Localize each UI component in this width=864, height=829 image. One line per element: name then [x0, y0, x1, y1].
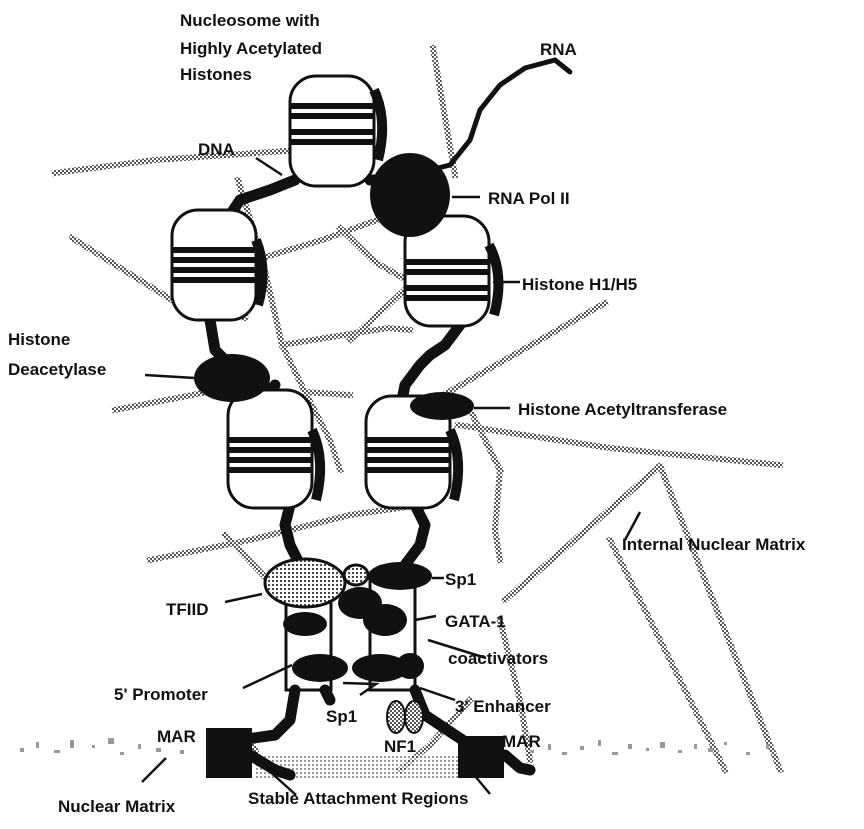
- label-promoter: 5' Promoter: [114, 685, 208, 704]
- label-sp1-bottom: Sp1: [326, 707, 357, 726]
- label-rna: RNA: [540, 40, 577, 59]
- rna-strand: [410, 60, 570, 175]
- mar-right: [458, 736, 504, 778]
- matrix-fiber: [610, 540, 725, 770]
- label-nuclear-matrix: Nuclear Matrix: [58, 797, 176, 816]
- label-nucleosome-1: Nucleosome with: [180, 11, 320, 30]
- nucleosome-left-upper: [172, 210, 263, 320]
- label-gata1: GATA-1: [445, 612, 506, 631]
- label-mar-left: MAR: [157, 727, 196, 746]
- sp1-small: [344, 565, 368, 585]
- tfiid: [265, 559, 345, 607]
- sp1-top: [368, 562, 432, 590]
- mar-left: [206, 728, 252, 778]
- matrix-fiber: [505, 466, 660, 600]
- label-nucleosome-2: Highly Acetylated: [180, 39, 322, 58]
- label-rna-pol-ii: RNA Pol II: [488, 189, 570, 208]
- matrix-fiber: [433, 48, 455, 175]
- dna-segment: [405, 505, 425, 565]
- nf1-right: [405, 701, 423, 733]
- gata1-b: [363, 604, 407, 636]
- matrix-fiber: [660, 466, 780, 770]
- label-stable-regions: Stable Attachment Regions: [248, 789, 468, 808]
- label-tfiid: TFIID: [166, 600, 209, 619]
- label-mar-right: MAR: [502, 732, 541, 751]
- matrix-fiber: [282, 328, 410, 345]
- label-hdac-1: Histone: [8, 330, 70, 349]
- label-internal-matrix: Internal Nuclear Matrix: [622, 535, 806, 554]
- dna-segment: [285, 505, 300, 565]
- coactivator-left: [292, 654, 348, 682]
- label-sp1-top: Sp1: [445, 570, 476, 589]
- nucleosome-top: [290, 76, 382, 186]
- nucleosome-left-lower: [228, 390, 320, 508]
- histone-acetyltransferase: [410, 392, 474, 420]
- coactivator-right: [396, 653, 424, 679]
- matrix-fiber: [340, 228, 410, 282]
- label-nf1: NF1: [384, 737, 416, 756]
- label-histone-h1: Histone H1/H5: [522, 275, 637, 294]
- label-hat: Histone Acetyltransferase: [518, 400, 727, 419]
- tfiid-base: [283, 612, 327, 636]
- label-coactivators: coactivators: [448, 649, 548, 668]
- rna-pol-ii: [370, 153, 450, 237]
- matrix-fiber: [458, 425, 780, 465]
- nf1-left: [387, 701, 405, 733]
- matrix-fiber: [262, 258, 350, 395]
- histone-deacetylase: [194, 354, 270, 402]
- dna-segment: [505, 755, 530, 770]
- label-dna: DNA: [198, 140, 235, 159]
- matrix-fiber: [470, 410, 500, 470]
- matrix-fiber: [495, 470, 500, 560]
- label-hdac-2: Deacetylase: [8, 360, 106, 379]
- label-nucleosome-3: Histones: [180, 65, 252, 84]
- label-enhancer: 3' Enhancer: [455, 697, 551, 716]
